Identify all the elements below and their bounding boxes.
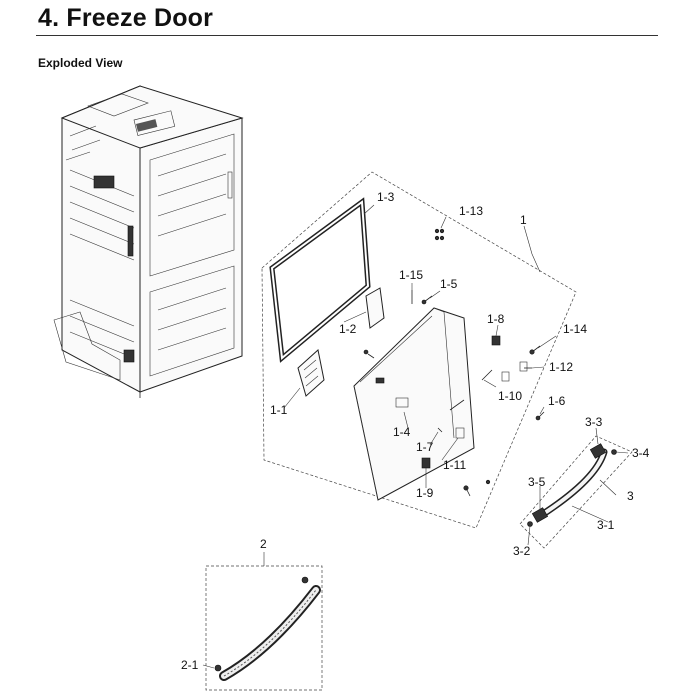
- label-1-14: 1-14: [563, 322, 587, 336]
- refrigerator-cabinet: [53, 85, 244, 398]
- label-1-9: 1-9: [416, 486, 434, 500]
- label-1-8: 1-8: [487, 312, 505, 326]
- label-1-10: 1-10: [498, 389, 522, 403]
- door-panel: [353, 307, 475, 501]
- page-title: 4. Freeze Door: [38, 4, 214, 32]
- section-subtitle: Exploded View: [38, 56, 123, 70]
- label-3-4: 3-4: [632, 446, 650, 460]
- label-1-4: 1-4: [393, 425, 411, 439]
- label-3-5: 3-5: [528, 475, 546, 489]
- label-1-13: 1-13: [459, 204, 483, 218]
- label-1-3: 1-3: [377, 190, 395, 204]
- leader-lines: [202, 204, 629, 669]
- label-2-1: 2-1: [181, 658, 199, 672]
- assembly-3-outline: [519, 435, 633, 549]
- label-3-2: 3-2: [513, 544, 531, 558]
- assembly-2-outline: [205, 565, 323, 691]
- label-1-5: 1-5: [440, 277, 458, 291]
- label-3: 3: [627, 489, 634, 503]
- label-1-1: 1-1: [270, 403, 288, 417]
- door-handle-3: [527, 443, 617, 527]
- label-1-2: 1-2: [339, 322, 357, 336]
- door-handle-2: [214, 576, 321, 681]
- door-gasket: [269, 197, 371, 363]
- hardware-parts: [363, 228, 545, 497]
- label-1: 1: [520, 213, 527, 227]
- label-3-1: 3-1: [597, 518, 615, 532]
- label-1-6: 1-6: [548, 394, 566, 408]
- hinge-cover-upper: [365, 287, 385, 329]
- label-1-15: 1-15: [399, 268, 423, 282]
- label-1-11: 1-11: [443, 458, 466, 472]
- label-3-3: 3-3: [585, 415, 603, 429]
- part-labels: 1-3 1-13 1 1-15 1-5 1-2 1-8 1-14 1-12 1-…: [181, 190, 650, 672]
- label-2: 2: [260, 537, 267, 551]
- title-underline: [36, 35, 658, 36]
- label-1-12: 1-12: [549, 360, 573, 374]
- label-1-7: 1-7: [416, 440, 434, 454]
- assembly-1-outline: [261, 171, 577, 529]
